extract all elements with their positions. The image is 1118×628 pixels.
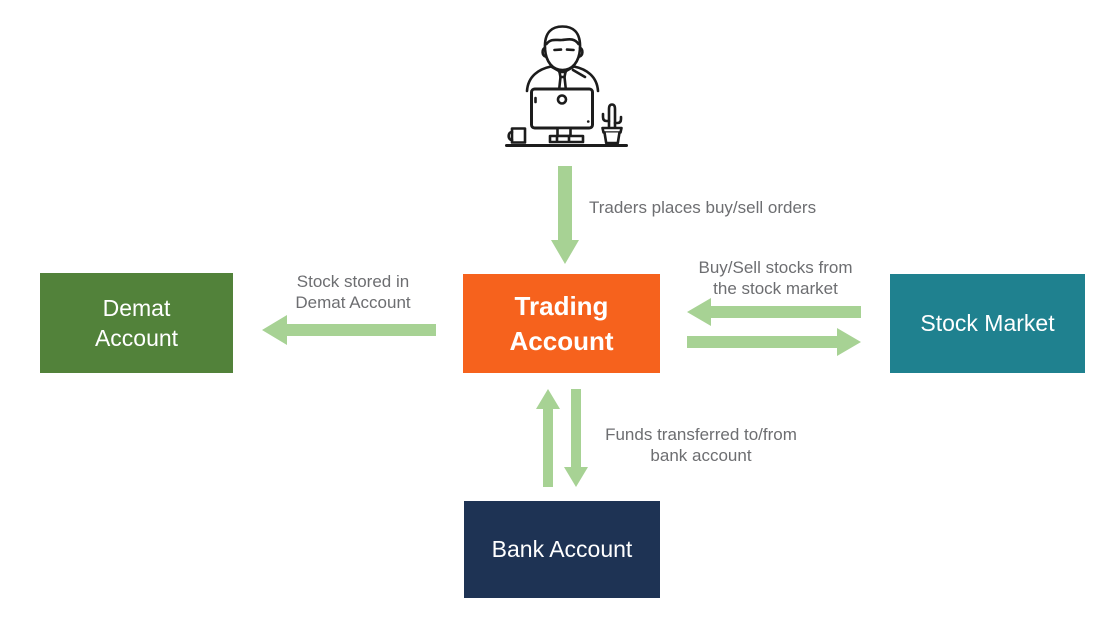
person-at-computer-icon: [505, 25, 628, 148]
arrow-trader-to-trading-down: [551, 166, 579, 264]
trading-account-label-line2: Account: [509, 325, 614, 356]
label-orders: Traders places buy/sell orders: [589, 197, 849, 218]
arrow-trading-to-demat-left: [262, 315, 436, 345]
trading-account-label-line1: Trading: [514, 291, 609, 322]
demat-account-label-line2: Account: [94, 325, 179, 351]
label-stock-stored: Stock stored in Demat Account: [268, 271, 438, 313]
stock-market-node: Stock Market: [890, 274, 1085, 373]
trading-account-node: Trading Account: [463, 274, 660, 373]
stock-market-label: Stock Market: [920, 310, 1055, 337]
label-stock-stored-line1: Stock stored in: [296, 272, 410, 291]
bank-account-label: Bank Account: [491, 536, 633, 563]
arrow-trading-to-bank-down: [564, 389, 588, 487]
demat-account-node: Demat Account: [40, 273, 233, 373]
label-funds: Funds transferred to/from bank account: [590, 424, 812, 466]
label-funds-line2: bank account: [650, 446, 752, 465]
arrow-trading-to-stockmarket-right: [687, 328, 861, 356]
label-orders-text: Traders places buy/sell orders: [589, 198, 817, 217]
arrow-stockmarket-to-trading-left: [687, 298, 861, 326]
person-at-computer-icon-svg: [505, 25, 628, 147]
label-stock-stored-line2: Demat Account: [295, 293, 411, 312]
label-buy-sell: Buy/Sell stocks from the stock market: [688, 257, 863, 299]
bank-account-node: Bank Account: [464, 501, 660, 598]
label-funds-line1: Funds transferred to/from: [605, 425, 797, 444]
label-buy-sell-line2: the stock market: [713, 279, 838, 298]
arrow-bank-to-trading-up: [536, 389, 560, 487]
label-buy-sell-line1: Buy/Sell stocks from: [698, 258, 853, 277]
demat-account-label-line1: Demat: [102, 294, 171, 321]
